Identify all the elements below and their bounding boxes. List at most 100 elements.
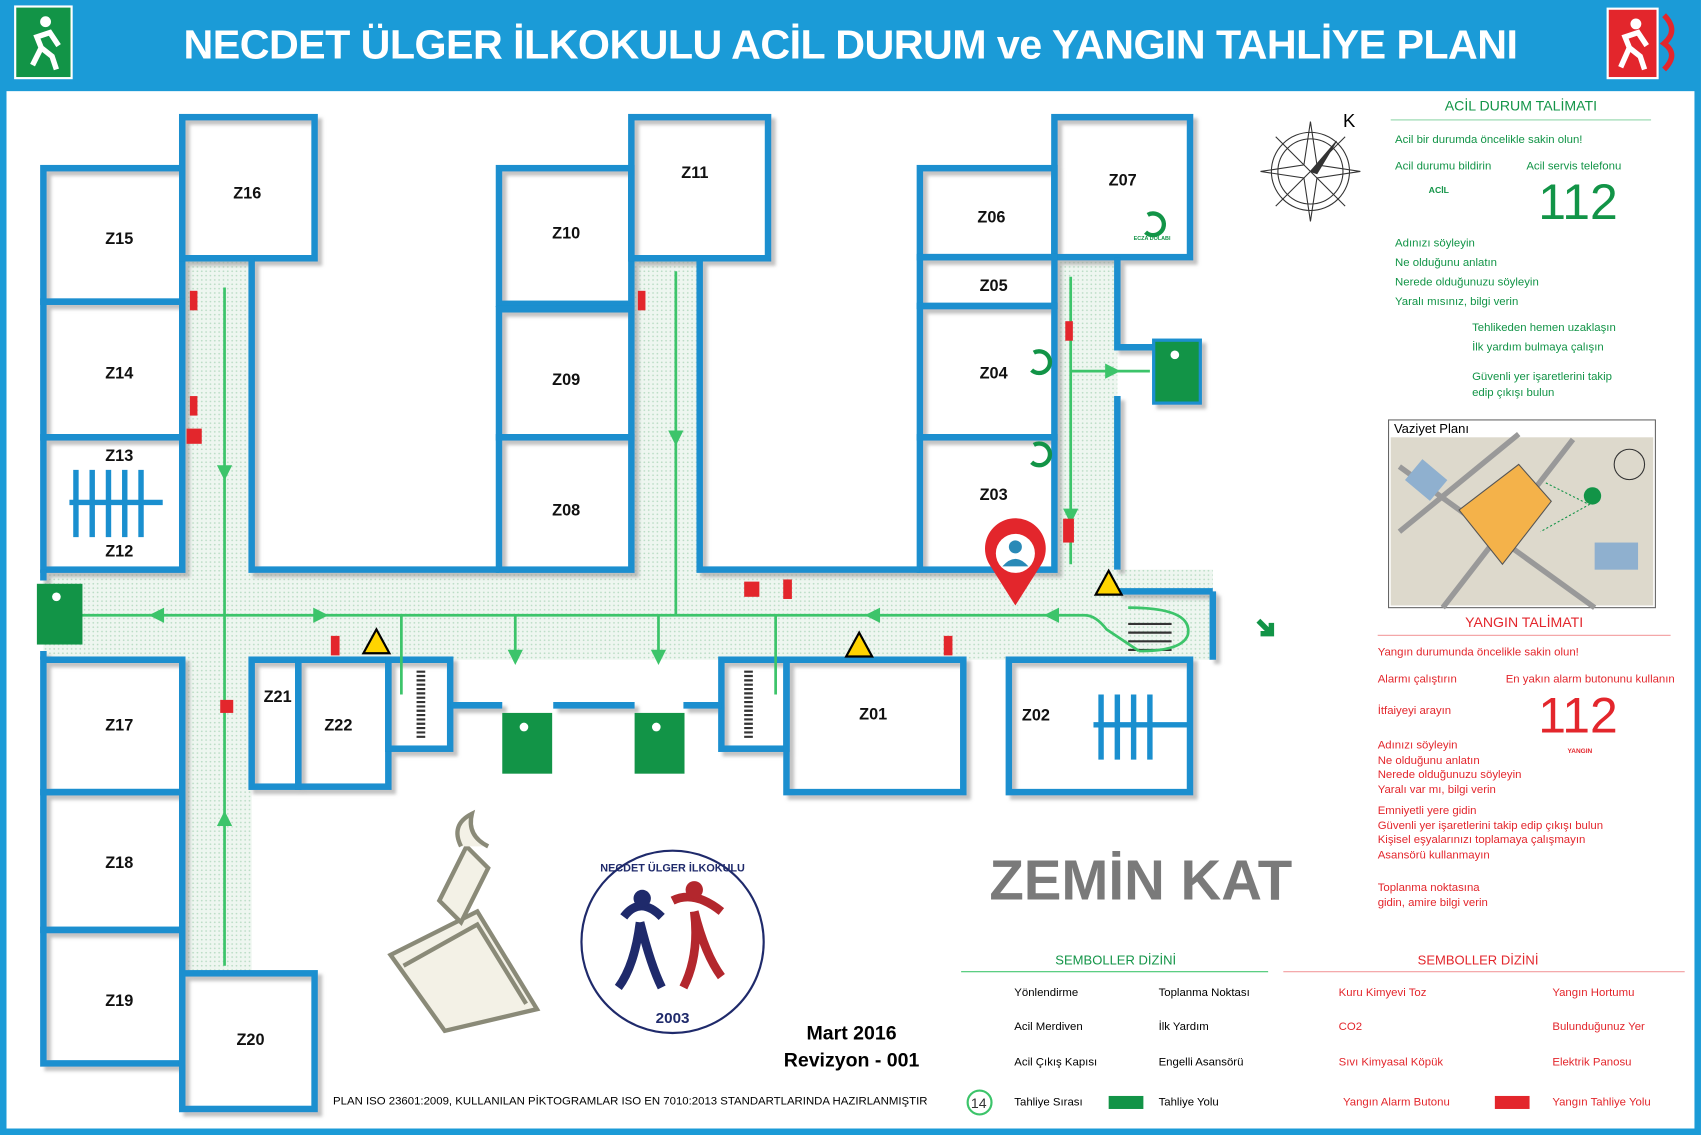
- site-plan-title: Vaziyet Planı: [1393, 421, 1469, 437]
- divider: [1390, 119, 1652, 121]
- revision-number: Revizyon - 001: [783, 1049, 920, 1071]
- room-z22: Z22: [324, 716, 353, 735]
- compass-icon: [1260, 121, 1361, 222]
- step: gidin, amire bilgi verin: [1377, 895, 1488, 909]
- emergency-service-label: Acil servis telefonu: [1526, 159, 1622, 173]
- divider: [1283, 971, 1685, 973]
- step: İlk yardım bulmaya çalışın: [1472, 340, 1604, 354]
- first-aid-label: ECZA DOLABI: [1133, 235, 1171, 242]
- room-z13: Z13: [105, 447, 134, 466]
- room-z06: Z06: [977, 208, 1006, 227]
- ministry-logo: [387, 809, 541, 1034]
- room-z19: Z19: [105, 991, 134, 1011]
- exit-sign-icon: [14, 5, 73, 80]
- emergency-calm: Acil bir durumda öncelikle sakin olun!: [1395, 133, 1583, 147]
- emergency-title: ACİL DURUM TALİMATI: [1444, 97, 1598, 114]
- room-z01: Z01: [859, 705, 888, 724]
- legend-order: Tahliye Sırası: [1014, 1095, 1083, 1109]
- room-z11: Z11: [681, 163, 709, 183]
- emergency-phone-badge: ACİL: [1428, 185, 1449, 196]
- divider: [1377, 634, 1671, 636]
- step: Güvenli yer işaretlerini takip edip çıkı…: [1377, 818, 1604, 832]
- step: Emniyetli yere gidin: [1377, 804, 1477, 818]
- room-z17: Z17: [105, 716, 134, 735]
- fire-phone-badge: YANGIN: [1567, 748, 1593, 756]
- fire-extinguisher-icons: [186, 290, 1074, 713]
- step: Asansörü kullanmayın: [1377, 848, 1490, 862]
- school-logo-year: 2003: [655, 1009, 690, 1027]
- legend-green-title: SEMBOLLER DİZİNİ: [1055, 952, 1177, 968]
- room-z03: Z03: [979, 486, 1008, 505]
- room-z20: Z20: [236, 1030, 265, 1050]
- legend-assembly: Toplanma Noktası: [1158, 986, 1250, 1000]
- legend-exit: Acil Çıkış Kapısı: [1014, 1055, 1098, 1069]
- room-z14: Z14: [105, 364, 134, 384]
- fire-alarm-hint: En yakın alarm butonunu kullanın: [1505, 672, 1675, 686]
- you-are-here-icon: [984, 518, 1046, 606]
- floor-name: ZEMİN KAT: [989, 849, 1293, 913]
- legend-red-title: SEMBOLLER DİZİNİ: [1417, 952, 1539, 968]
- legend-you-are-here: Bulunduğunuz Yer: [1552, 1019, 1645, 1034]
- walls: [40, 113, 1217, 1113]
- fire-alarm: Alarmı çalıştırın: [1377, 672, 1457, 686]
- legend-alarm: Yangın Alarm Butonu: [1342, 1095, 1450, 1109]
- exit-sign-icons: [36, 341, 1275, 774]
- evacuation-order-icon: [966, 1089, 993, 1116]
- step: Ne olduğunu anlatın: [1395, 256, 1498, 270]
- room-z07: Z07: [1108, 171, 1137, 190]
- step: Nerede olduğunuzu söyleyin: [1377, 768, 1522, 782]
- first-aid-icons: [1030, 211, 1166, 468]
- step: Kişisel eşyalarınızı toplamaya çalışmayı…: [1377, 833, 1586, 847]
- legend-powder: Kuru Kimyevi Toz: [1338, 986, 1427, 1000]
- emergency-report: Acil durumu bildirin: [1395, 159, 1492, 173]
- legend-lift: Engelli Asansörü: [1158, 1055, 1244, 1069]
- room-z09: Z09: [552, 371, 581, 390]
- legend-foam: Sıvı Kimyasal Köpük: [1338, 1055, 1444, 1069]
- step: Yaralı var mı, bilgi verin: [1377, 782, 1496, 796]
- room-z08: Z08: [552, 501, 581, 520]
- room-z16: Z16: [233, 184, 262, 203]
- site-plan-map: [1388, 419, 1656, 610]
- legend-co2: CO2: [1338, 1019, 1363, 1034]
- legend-fire-route: Yangın Tahliye Yolu: [1552, 1095, 1651, 1109]
- divider: [961, 971, 1269, 973]
- step: edip çıkışı bulun: [1472, 386, 1555, 400]
- step: Ne olduğunu anlatın: [1377, 753, 1480, 767]
- room-z04: Z04: [979, 364, 1008, 384]
- room-z10: Z10: [552, 224, 581, 244]
- step: Tehlikeden hemen uzaklaşın: [1472, 321, 1616, 335]
- step: Güvenli yer işaretlerini takip: [1472, 370, 1612, 384]
- fire-call: İtfaiyeyi arayın: [1377, 704, 1452, 718]
- room-z02: Z02: [1021, 706, 1050, 725]
- room-z15: Z15: [105, 230, 134, 249]
- legend-route: Tahliye Yolu: [1158, 1095, 1219, 1109]
- revision-date: Mart 2016: [806, 1022, 897, 1044]
- legend-electric: Elektrik Panosu: [1552, 1055, 1632, 1069]
- fire-calm: Yangın durumunda öncelikle sakin olun!: [1377, 645, 1579, 659]
- school-logo: [580, 849, 765, 1035]
- school-logo-name: NECDET ÜLGER İLKOKULU: [600, 862, 745, 875]
- step: Adınızı söyleyin: [1395, 236, 1475, 250]
- fire-exit-icon: [1606, 7, 1675, 80]
- fire-title: YANGIN TALİMATI: [1465, 614, 1584, 631]
- header-icons: [14, 5, 1675, 80]
- legend-first-aid: İlk Yardım: [1158, 1019, 1209, 1034]
- fire-phone: 112: [1538, 686, 1618, 744]
- room-z05: Z05: [979, 276, 1008, 296]
- electric-panel-icons: [361, 568, 1124, 658]
- step: Yaralı mısınız, bilgi verin: [1395, 295, 1519, 309]
- room-z18: Z18: [105, 853, 134, 873]
- compass-north: K: [1342, 110, 1356, 132]
- emergency-follow: Güvenli yer işaretlerini takip edip çıkış…: [1472, 369, 1612, 402]
- legend-order-number: 14: [970, 1094, 987, 1112]
- page-title: NECDET ÜLGER İLKOKULU ACİL DURUM ve YANG…: [183, 22, 1518, 69]
- evacuation-route-swatch: [1108, 1095, 1144, 1109]
- room-z21: Z21: [263, 687, 292, 707]
- emergency-phone: 112: [1538, 173, 1618, 231]
